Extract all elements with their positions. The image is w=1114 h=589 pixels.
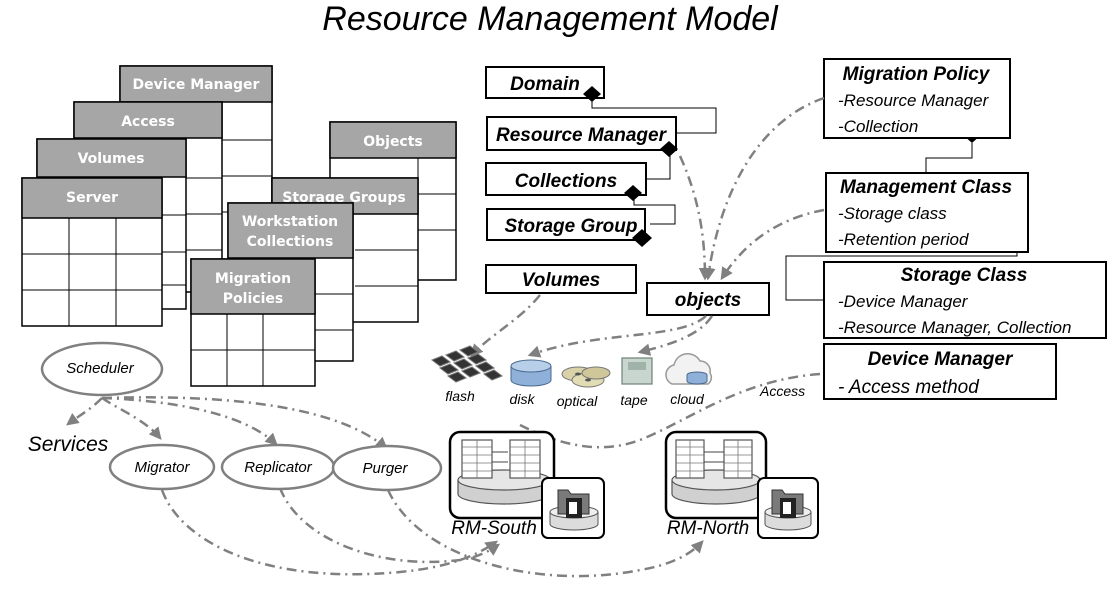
disk-label: disk [510,391,536,407]
rm-south-label: RM-South [451,518,537,539]
device-manager-line1: - Access method [838,377,980,398]
migration-policy-line1: -Resource Manager [838,91,990,110]
rm-north-label: RM-North [667,518,749,539]
dashed-arrows [65,96,825,578]
management-class-title: Management Class [840,177,1012,198]
storage-class-box: Storage Class -Device Manager -Resource … [823,261,1107,339]
database-server-icon [671,439,761,505]
collections-box: Collections [485,162,647,196]
rm-north-server: RM-North [664,430,819,539]
access-label: Access [759,383,805,399]
collections-label: Collections [515,171,617,192]
migrator-node: Migrator [108,443,216,491]
optical-label: optical [557,393,598,409]
server-table-title: Server [66,190,118,206]
purger-label: Purger [362,460,408,477]
management-class-box: Management Class -Storage class -Retenti… [825,172,1029,253]
scheduler-node: Scheduler [40,341,164,397]
resource-manager-box: Resource Manager [486,116,677,151]
migration-policies-title-line2: Policies [223,291,283,307]
device-manager-table-title: Device Manager [133,77,260,93]
management-class-line1: -Storage class [838,204,947,223]
tape-icon [621,357,653,385]
storage-class-line2: -Resource Manager, Collection [838,318,1071,337]
model-connectors [591,94,717,225]
objects-box: objects [646,282,770,316]
storage-groups-table-title: Storage Groups [282,190,405,206]
folder-drive-icon [757,477,819,539]
device-manager-title: Device Manager [868,349,1014,370]
diagram-title: Resource Management Model [322,0,779,38]
migration-policies-table: Migration Policies [190,258,316,387]
storage-class-line1: -Device Manager [838,292,969,311]
cloud-label: cloud [670,391,705,407]
scheduler-label: Scheduler [66,360,135,377]
server-table: Server [21,177,163,327]
replicator-label: Replicator [244,459,313,476]
migrator-label: Migrator [134,459,190,476]
flash-chips-icon [430,345,504,383]
cloud-icon [665,353,713,385]
tape-label: tape [620,392,647,408]
domain-box: Domain [485,66,605,99]
migration-policies-title-line1: Migration [215,271,291,287]
storage-class-title: Storage Class [901,265,1028,286]
migration-policy-title: Migration Policy [843,64,991,85]
replicator-node: Replicator [220,443,336,491]
disk-icon [510,359,552,387]
workstation-collections-title-line2: Collections [247,234,334,250]
workstation-collections-title-line1: Workstation [242,214,338,230]
right-connectors [785,143,1018,301]
folder-drive-icon [541,477,605,539]
objects-table-title: Objects [363,134,423,150]
migration-policy-line2: -Collection [838,117,918,136]
flash-label: flash [445,388,475,404]
management-class-line2: -Retention period [838,230,969,249]
services-label: Services [28,433,109,456]
migration-policy-box: Migration Policy -Resource Manager -Coll… [823,58,1011,139]
volumes-table-title: Volumes [78,151,145,167]
domain-label: Domain [510,74,580,95]
storage-group-box: Storage Group [486,208,646,241]
database-server-icon [457,439,551,505]
device-manager-box: Device Manager - Access method [823,343,1057,400]
optical-discs-icon [561,366,611,388]
purger-node: Purger [331,444,443,492]
volumes-label: Volumes [522,270,601,291]
rm-south-server: RM-South [448,430,605,539]
storage-group-label: Storage Group [504,216,637,237]
volumes-box: Volumes [485,264,637,294]
objects-label: objects [675,290,742,311]
access-table-title: Access [121,114,175,130]
resource-manager-label: Resource Manager [496,125,668,146]
